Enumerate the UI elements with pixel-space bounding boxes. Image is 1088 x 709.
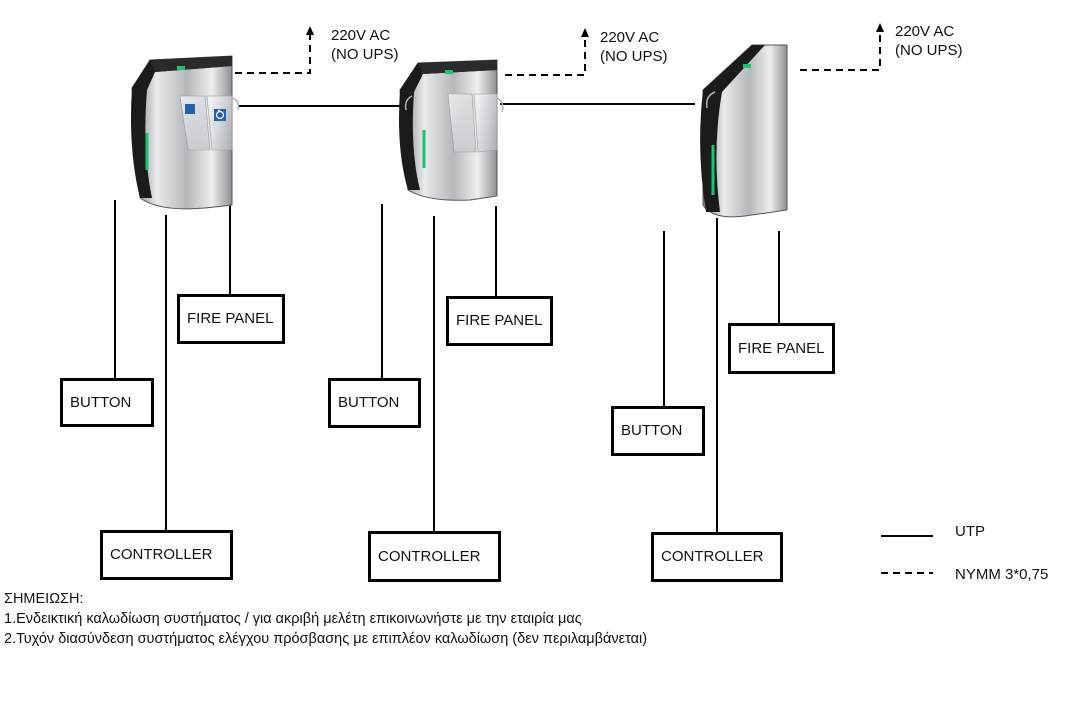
up-arrow-icon	[306, 26, 314, 35]
utp-trunk	[238, 103, 695, 107]
device-drop-lines	[114, 200, 780, 534]
fire-panel-label-3: FIRE PANEL	[738, 339, 825, 357]
controller-box-3: CONTROLLER	[651, 532, 783, 582]
power-line-3	[800, 31, 881, 71]
button-label-2: BUTTON	[338, 394, 400, 411]
power-lines	[235, 31, 881, 76]
wheelchair-icon	[214, 109, 226, 121]
legend-dashed-label: NYMM 3*0,75	[955, 566, 1049, 583]
turnstile-cabinet-2	[399, 59, 504, 201]
fire-panel-box-1: FIRE PANEL	[177, 294, 285, 344]
legend-solid-label: UTP	[955, 523, 985, 540]
controller-box-2: CONTROLLER	[368, 531, 501, 582]
fire-panel-box-2: FIRE PANEL	[446, 296, 553, 346]
power-voltage-1: 220V AC	[331, 27, 391, 44]
controller-label-3: CONTROLLER	[661, 548, 764, 565]
controller-label-2: CONTROLLER	[378, 547, 481, 565]
controller-box-1: CONTROLLER	[100, 530, 233, 580]
controller-label-1: CONTROLLER	[110, 546, 213, 563]
power-label-1: 220V AC (NO UPS)	[331, 26, 399, 64]
power-ups-note-1: (NO UPS)	[331, 46, 399, 63]
power-arrows	[306, 23, 884, 37]
button-box-1: BUTTON	[60, 378, 154, 427]
button-label-1: BUTTON	[70, 393, 132, 411]
notes-line-1: 1.Ενδεικτική καλωδίωση συστήματος / για …	[4, 611, 582, 627]
notes-line-2: 2.Τυχόν διασύνδεση συστήματος ελέγχου πρ…	[4, 631, 648, 647]
button-box-2: BUTTON	[328, 378, 421, 428]
power-voltage-2: 220V AC	[600, 29, 660, 46]
fire-panel-label-1: FIRE PANEL	[187, 310, 274, 327]
power-ups-note-3: (NO UPS)	[895, 42, 963, 59]
power-label-2: 220V AC (NO UPS)	[600, 28, 668, 66]
turnstile-cabinet-3	[700, 44, 788, 218]
power-line-1	[235, 34, 311, 74]
legend-lines	[881, 535, 933, 574]
up-arrow-icon	[876, 23, 884, 32]
power-voltage-3: 220V AC	[895, 23, 955, 40]
up-arrow-icon	[581, 28, 589, 37]
notes-block: ΣΗΜΕΙΩΣΗ: 1.Ενδεικτική καλωδίωση συστήμα…	[4, 589, 654, 649]
button-box-3: BUTTON	[611, 406, 705, 456]
button-label-3: BUTTON	[621, 422, 683, 439]
power-ups-note-2: (NO UPS)	[600, 48, 668, 65]
notes-title: ΣΗΜΕΙΩΣΗ:	[4, 591, 84, 607]
power-line-2	[505, 36, 586, 76]
turnstile-cabinet-1	[131, 55, 240, 210]
fire-panel-box-3: FIRE PANEL	[728, 323, 835, 374]
fire-panel-label-2: FIRE PANEL	[456, 312, 543, 329]
power-label-3: 220V AC (NO UPS)	[895, 22, 963, 60]
